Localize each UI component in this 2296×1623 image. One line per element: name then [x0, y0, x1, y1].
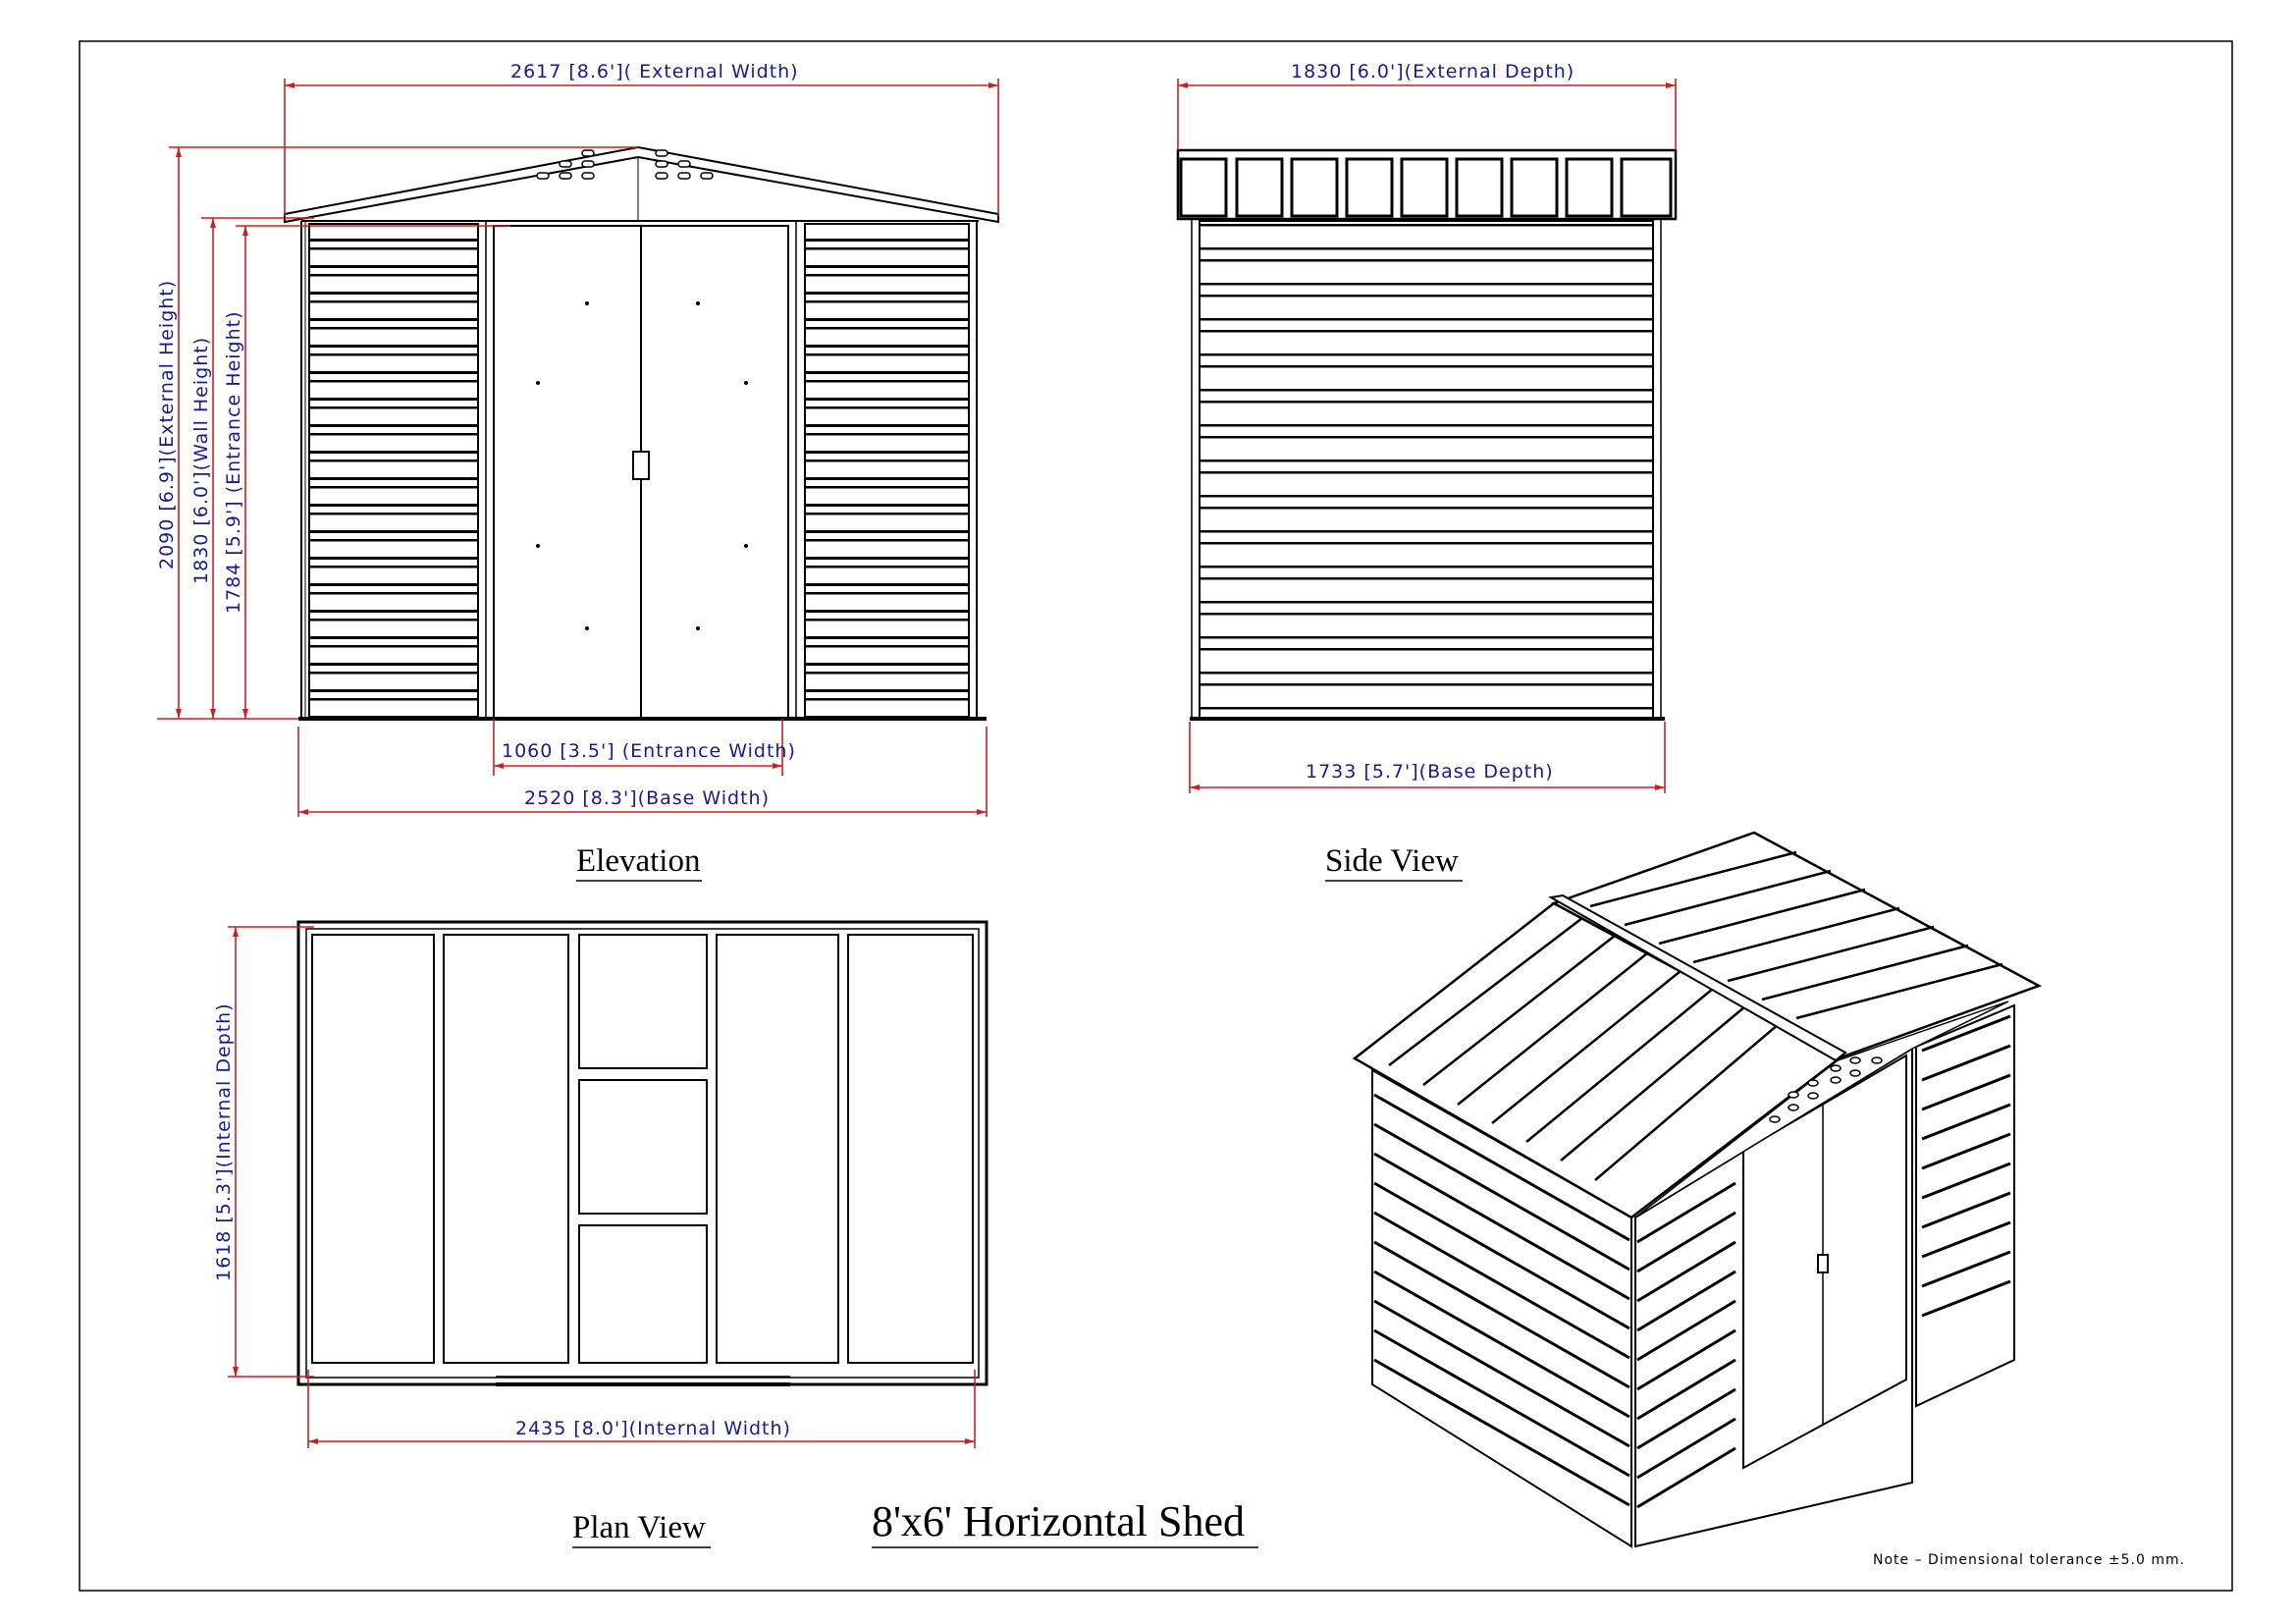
isometric-view	[1352, 831, 2043, 1548]
side-wall-panel	[1199, 220, 1654, 720]
external-height-label: 2090 [6.9'](External Height)	[156, 280, 178, 569]
plan-view: 1618 [5.3'](Internal Depth) 2435 [8.0'](…	[213, 920, 988, 1548]
iso-door-handle-icon	[1817, 1254, 1829, 1273]
base-depth-label: 1733 [5.7'](Base Depth)	[1306, 761, 1554, 783]
external-depth-label: 1830 [6.0'](External Depth)	[1291, 61, 1575, 82]
tolerance-note: Note – Dimensional tolerance ±5.0 mm.	[1873, 1552, 2185, 1568]
elevation-right-wall-panel	[804, 223, 970, 718]
roof-vent-icons	[536, 149, 714, 180]
elevation-view: 2617 [8.6']( External Width) 2090 [6.9']…	[156, 61, 999, 882]
external-width-label: 2617 [8.6']( External Width)	[510, 61, 799, 82]
entrance-width-label: 1060 [3.5'] (Entrance Width)	[502, 740, 796, 762]
wall-height-label: 1830 [6.0'](Wall Height)	[190, 337, 212, 584]
drawing-title: 8'x6' Horizontal Shed	[872, 1497, 1245, 1545]
internal-depth-label: 1618 [5.3'](Internal Depth)	[213, 1002, 235, 1281]
iso-right-wall	[1915, 1003, 2015, 1408]
plan-view-title: Plan View	[572, 1510, 706, 1545]
drawing-border	[79, 40, 2233, 1592]
entrance-height-label: 1784 [5.9'] (Entrance Height)	[223, 311, 244, 615]
elevation-left-wall-panel	[308, 223, 479, 718]
elevation-title: Elevation	[576, 843, 700, 879]
side-view-title: Side View	[1325, 843, 1459, 879]
side-view: 1830 [6.0'](External Depth) 1733 [5.7'](…	[1176, 61, 1678, 882]
plan-floor-panels	[311, 934, 974, 1364]
elevation-roof	[284, 145, 999, 224]
base-width-label: 2520 [8.3'](Base Width)	[524, 787, 770, 809]
iso-roof-vent-icons	[1769, 1056, 1883, 1123]
internal-width-label: 2435 [8.0'](Internal Width)	[515, 1418, 791, 1439]
door-handle-icon	[632, 451, 650, 480]
iso-ridge-cap	[1548, 893, 1847, 1062]
side-roof-panels	[1179, 157, 1673, 218]
